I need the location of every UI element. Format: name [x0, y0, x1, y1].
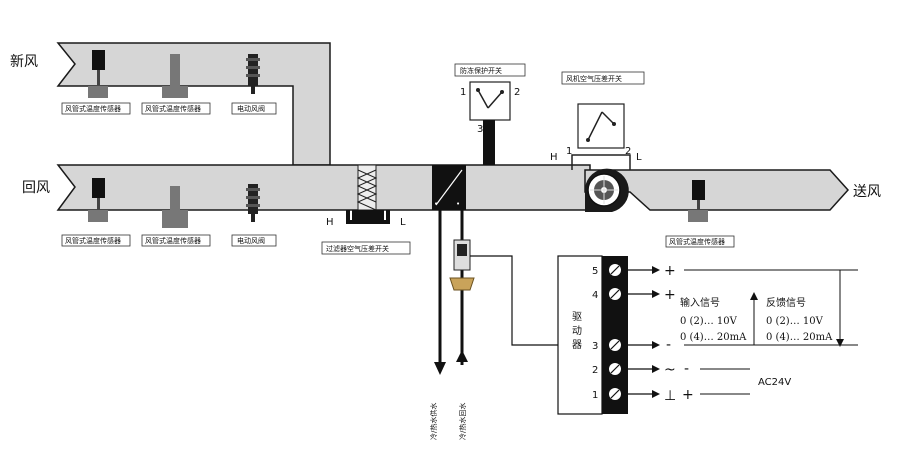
- svg-text:3: 3: [592, 341, 598, 352]
- ac-minus: -: [684, 361, 689, 377]
- filter-low-label: L: [400, 217, 406, 228]
- fan-pressure-switch-label: 风机空气压差开关: [566, 74, 622, 83]
- driver-title-1: 驱: [572, 311, 582, 323]
- fresh-sensor-label-2: 风管式温度传感器: [145, 104, 201, 113]
- feedback-signal-label: 反馈信号: [766, 296, 806, 309]
- heat-exchange-coil: [432, 165, 466, 210]
- t1-ground: ⊥: [664, 388, 676, 404]
- return-damper-label: 电动风阀: [237, 236, 265, 245]
- antifreeze-switch-label: 防冻保护开关: [460, 66, 502, 75]
- driver-box: [557, 255, 628, 415]
- fresh-electric-damper: [246, 54, 260, 94]
- fan-low-label: L: [636, 152, 642, 163]
- supply-fan: [585, 168, 629, 212]
- fan-pin-1: 1: [566, 146, 572, 157]
- t3-minus: -: [666, 337, 671, 353]
- fresh-duct-temp-sensor-2: [162, 54, 188, 98]
- terminal-5: 5: [592, 264, 621, 277]
- supply-sensor-label: 风管式温度传感器: [669, 237, 725, 246]
- driver-title-2: 动: [572, 325, 582, 337]
- svg-text:•: •: [434, 200, 438, 208]
- antifreeze-pin-2: 2: [514, 87, 520, 98]
- fan-pressure-switch: [571, 103, 631, 170]
- feedback-range-current: 0 (4)… 20mA: [766, 332, 833, 343]
- input-signal-label: 输入信号: [680, 296, 720, 309]
- valve-actuator: [449, 239, 475, 291]
- return-electric-damper: [246, 184, 260, 222]
- fan-pin-2: 2: [625, 146, 631, 157]
- svg-text:4: 4: [592, 290, 598, 301]
- svg-text:5: 5: [592, 266, 598, 277]
- return-sensor-label-2: 风管式温度传感器: [145, 236, 201, 245]
- fresh-damper-label: 电动风阀: [237, 104, 265, 113]
- water-supply-label: 冷/热水供水: [429, 403, 438, 440]
- t4-plus: +: [664, 287, 676, 303]
- terminal-4: 4: [592, 288, 621, 301]
- return-duct-temp-sensor-1: [88, 178, 108, 222]
- t5-plus: +: [664, 263, 676, 279]
- terminal-2: 2: [592, 363, 621, 376]
- terminal-1: 1: [592, 388, 621, 401]
- fan-high-label: H: [550, 152, 558, 163]
- return-duct-temp-sensor-2: [162, 186, 188, 228]
- fresh-duct-temp-sensor-1: [88, 50, 108, 98]
- fresh-sensor-label-1: 风管式温度传感器: [65, 104, 121, 113]
- terminal-3: 3: [592, 339, 621, 352]
- input-range-current: 0 (4)… 20mA: [680, 332, 747, 343]
- svg-text:•: •: [456, 200, 460, 208]
- return-air-duct: [56, 164, 591, 211]
- water-pipes: [434, 210, 468, 375]
- svg-text:1: 1: [592, 390, 598, 401]
- input-range-voltage: 0 (2)… 10V: [680, 316, 738, 327]
- supply-duct-temp-sensor: [688, 180, 708, 222]
- ac-plus: +: [682, 387, 694, 403]
- antifreeze-pin-3: 3: [477, 124, 483, 135]
- svg-text:2: 2: [592, 365, 598, 376]
- filter-pressure-switch-label: 过滤器空气压差开关: [326, 244, 389, 253]
- driver-title-3: 器: [572, 339, 582, 351]
- air-filter: [356, 164, 378, 211]
- feedback-range-voltage: 0 (2)… 10V: [766, 316, 824, 327]
- power-label: AC24V: [758, 377, 791, 388]
- filter-high-label: H: [326, 217, 334, 228]
- water-return-label: 冷/热水回水: [458, 403, 467, 440]
- t2-tilde: ~: [664, 362, 676, 378]
- return-sensor-label-1: 风管式温度传感器: [65, 236, 121, 245]
- return-air-label: 回风: [22, 180, 50, 196]
- antifreeze-switch: [469, 81, 511, 165]
- fresh-air-label: 新风: [10, 54, 38, 70]
- antifreeze-pin-1: 1: [460, 87, 466, 98]
- supply-air-label: 送风: [853, 184, 881, 200]
- fresh-air-duct: [56, 42, 331, 166]
